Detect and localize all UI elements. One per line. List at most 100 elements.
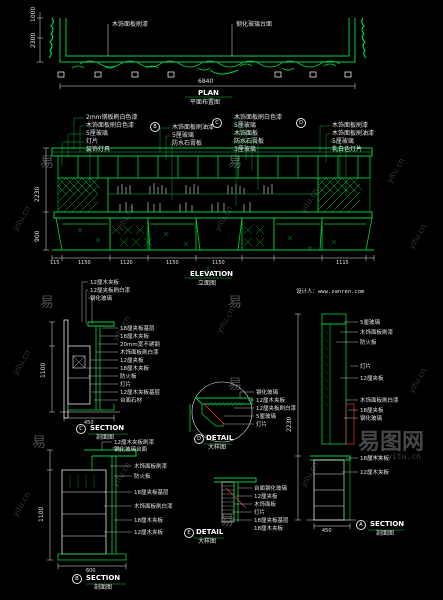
section-c-label: 12厘木夹板 — [90, 280, 119, 286]
section-c-dim-bottom: 450 — [84, 420, 94, 426]
elevation-drawing — [51, 147, 374, 251]
elevation-label: 防水石膏板 — [234, 138, 265, 145]
detail-d-drawing — [189, 381, 253, 443]
section-a-label: 灯片 — [360, 364, 372, 370]
detail-e-label: 18厘木夹板 — [254, 526, 283, 532]
detail-e-label: 18厘夹板基层 — [254, 518, 289, 524]
plan-title: PLAN — [198, 89, 219, 97]
section-c-label: 18厘夹板基层 — [120, 326, 155, 332]
plan-stools — [57, 71, 352, 78]
section-a-drawing — [306, 313, 356, 521]
elevation-label: 3厘玻璃 — [234, 146, 256, 153]
plan-dim-top: 2300 — [30, 32, 37, 48]
elevation-label: 防水石膏板 — [172, 140, 203, 147]
detail-e-leaders — [230, 487, 252, 521]
section-c-dim-height: 1100 — [40, 362, 47, 378]
section-c-label: 防火板 — [120, 374, 137, 380]
elevation-dim: 1150 — [78, 260, 91, 266]
section-a-leaders — [336, 321, 358, 473]
plan-dim-bottom: 6840 — [198, 78, 214, 85]
plan-leaders — [107, 24, 233, 56]
elevation-label: 5厘玻璃 — [86, 130, 108, 137]
section-a-label: 木饰面板刷白漆 — [360, 398, 399, 404]
section-a-label: 18厘夹板 — [360, 408, 384, 414]
detail-d-label: 5厘玻璃 — [256, 414, 276, 420]
section-c-label: 钢化玻璃 — [90, 296, 113, 302]
elevation-dim: 1120 — [120, 260, 133, 266]
plan-dim-top: 1000 — [30, 6, 37, 22]
detail-d-title: DETAIL — [206, 434, 234, 442]
detail-e-label: 灯片 — [254, 510, 266, 516]
detail-d-subtitle: 大样图 — [208, 444, 227, 451]
detail-d-label: 12厘木夹板 — [256, 398, 285, 404]
section-b-dim-height: 1100 — [38, 506, 45, 522]
detail-d-label: 钢化玻璃 — [256, 390, 279, 396]
elevation-marker: B — [150, 122, 160, 132]
elevation-label: 装饰灯具 — [86, 146, 111, 153]
section-c-label: 灯片 — [120, 382, 132, 388]
detail-e-title: DETAIL — [196, 528, 224, 536]
section-b-label: 防火板 — [134, 474, 151, 480]
detail-e-subtitle: 大样图 — [198, 538, 217, 545]
section-a-subtitle: 剖面图 — [376, 530, 395, 537]
section-c-label: 12厘木夹板基层 — [120, 390, 160, 396]
section-b-label: 18厘木夹板 — [134, 518, 163, 524]
section-c-label: 12厘夹板 — [120, 358, 144, 364]
elevation-leaders — [61, 117, 347, 206]
section-b-subtitle: 剖面图 — [94, 584, 113, 591]
section-a-label: 12厘夹板 — [360, 376, 384, 382]
detail-e-label: 12厘夹板 — [254, 494, 278, 500]
elevation-dim: 115 — [50, 260, 60, 266]
elevation-label: 木饰面板 — [234, 130, 259, 137]
elevation-label: 木饰面板刷白色漆 — [234, 114, 283, 121]
section-b-leaders — [101, 441, 132, 533]
section-c-title: SECTION — [90, 424, 125, 432]
section-c-marker: C — [76, 424, 86, 434]
section-b-label: 12厘木夹板刷漆 — [114, 440, 154, 446]
elevation-marker: C — [212, 118, 222, 128]
detail-e-label: 木饰面板 — [254, 502, 277, 508]
elevation-label: 灯片 — [86, 138, 99, 145]
detail-e-marker: E — [184, 528, 194, 538]
elevation-height-dim: 2230 — [34, 186, 41, 202]
elevation-label: 木饰面板刷漆 — [332, 122, 369, 129]
detail-d-label: 灯片 — [256, 422, 268, 428]
section-a-label: 18厘木夹板 — [360, 456, 389, 462]
elevation-subtitle: 立面图 — [198, 280, 217, 287]
section-b-label: 木饰面板刷白漆 — [134, 504, 173, 510]
section-b-label: 木饰面板刷漆 — [134, 464, 168, 470]
detail-d-leaders — [222, 391, 254, 425]
plan-subtitle: 平面布置图 — [190, 99, 221, 106]
section-b-dim-bottom: 600 — [86, 568, 96, 574]
elevation-dimensions — [43, 147, 375, 279]
elevation-height-dim: 900 — [34, 230, 41, 242]
section-a-marker: A — [356, 520, 366, 530]
plan-dimensions — [37, 12, 356, 98]
elevation-dim: 1115 — [336, 260, 349, 266]
elevation-title: ELEVATION — [190, 270, 234, 278]
section-b-label: 12厘木夹板 — [134, 530, 163, 536]
section-c-label: 18厘木夹板 — [120, 334, 149, 340]
section-c-leaders — [81, 281, 118, 401]
elevation-label: 木饰面板刷白色漆 — [86, 122, 135, 129]
section-a-dimensions — [295, 313, 351, 529]
elevation-label: 5厘玻璃 — [332, 138, 354, 145]
plan-label: 木饰面板刷漆 — [112, 21, 149, 28]
designer-credit: 设计人：www.zanren.com — [296, 289, 365, 295]
elevation-label: 5厘玻璃 — [234, 122, 256, 129]
section-c-label: 20mm宽不锈钢 — [120, 342, 160, 348]
section-a-label: 5厘玻璃 — [360, 320, 380, 326]
section-c-label: 12厘夹板刷白漆 — [90, 288, 130, 294]
elevation-label: 2mm钢板刷白色漆 — [86, 114, 138, 121]
section-title-underlines — [86, 433, 404, 585]
section-b-label: 18厘夹板基层 — [134, 490, 169, 496]
section-c-dimensions — [49, 321, 115, 421]
detail-e-label: 台面钢化玻璃 — [254, 486, 288, 492]
section-b-title: SECTION — [86, 574, 121, 582]
elevation-label: 木饰面板刷油漆 — [332, 130, 375, 137]
section-a-dim-bottom: 450 — [322, 528, 332, 534]
elevation-dim: 1150 — [212, 260, 225, 266]
section-a-label: 防火板 — [360, 340, 377, 346]
section-b-drawing — [57, 449, 137, 561]
